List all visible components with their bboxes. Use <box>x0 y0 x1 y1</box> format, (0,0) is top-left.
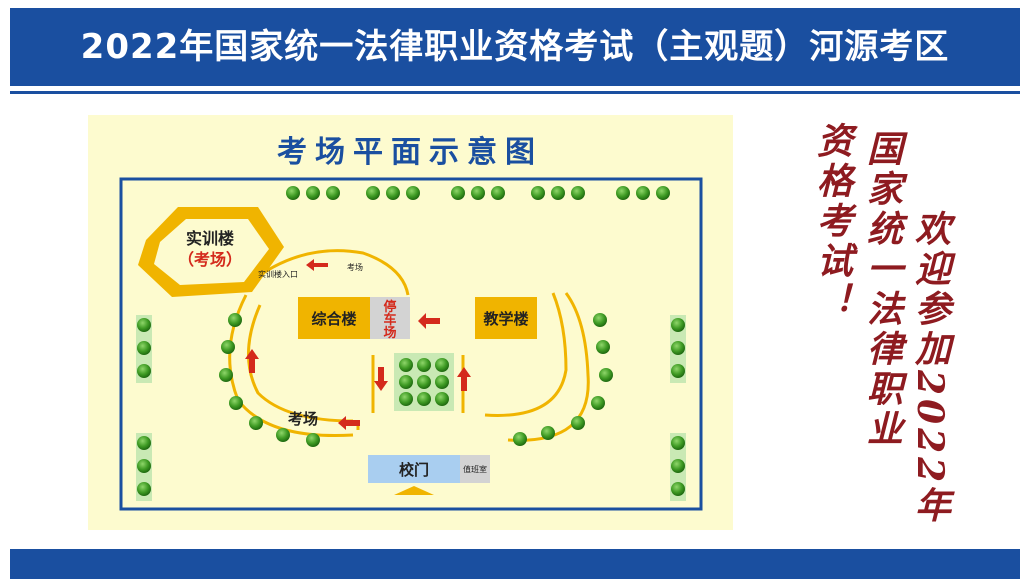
central-garden <box>394 353 454 411</box>
welcome-text-line-3: 资格考试！ <box>811 122 853 322</box>
exam-site-map: 考场平面示意图 实训楼 （考场） <box>119 135 703 511</box>
road-lines <box>228 249 590 442</box>
direction-arrows <box>245 259 471 430</box>
training-exam-label: （考场） <box>178 250 242 269</box>
complex-building <box>298 297 370 339</box>
parking-lot <box>370 297 410 339</box>
page-title: 2022年国家统一法律职业资格考试（主观题）河源考区 <box>80 27 950 67</box>
right-tree-strips <box>670 315 686 501</box>
campus-boundary <box>119 177 703 511</box>
parking-label-3: 场 <box>383 325 396 340</box>
map-title: 考场平面示意图 <box>277 135 543 169</box>
duty-room <box>460 455 490 483</box>
gate-entrance-marker <box>394 486 434 495</box>
parking-label-1: 停 <box>383 299 396 314</box>
path-trees <box>219 313 613 447</box>
left-tree-strips <box>136 315 152 501</box>
parking-label-2: 车 <box>383 312 396 327</box>
school-gate <box>368 455 460 483</box>
training-building: 实训楼 （考场） <box>138 207 284 297</box>
teaching-building-label: 教学楼 <box>482 310 528 328</box>
teaching-building <box>475 297 537 339</box>
school-gate-label: 校门 <box>399 461 429 479</box>
top-tree-row <box>286 186 670 200</box>
header-divider <box>10 91 1020 94</box>
exam-area-label: 考场 <box>288 410 318 428</box>
header-bar <box>10 8 1020 86</box>
complex-building-label: 综合楼 <box>311 310 356 328</box>
footer-bar <box>10 549 1020 579</box>
duty-room-label: 值班室 <box>463 464 487 474</box>
training-building-label: 实训楼 <box>186 229 234 248</box>
exam-path-label: 考场 <box>347 263 363 272</box>
welcome-text-line-1: 欢迎参加2022年 <box>909 210 951 527</box>
welcome-text-line-2: 国家统一法律职业 <box>861 130 903 450</box>
training-entrance-label: 实训楼入口 <box>258 269 298 279</box>
